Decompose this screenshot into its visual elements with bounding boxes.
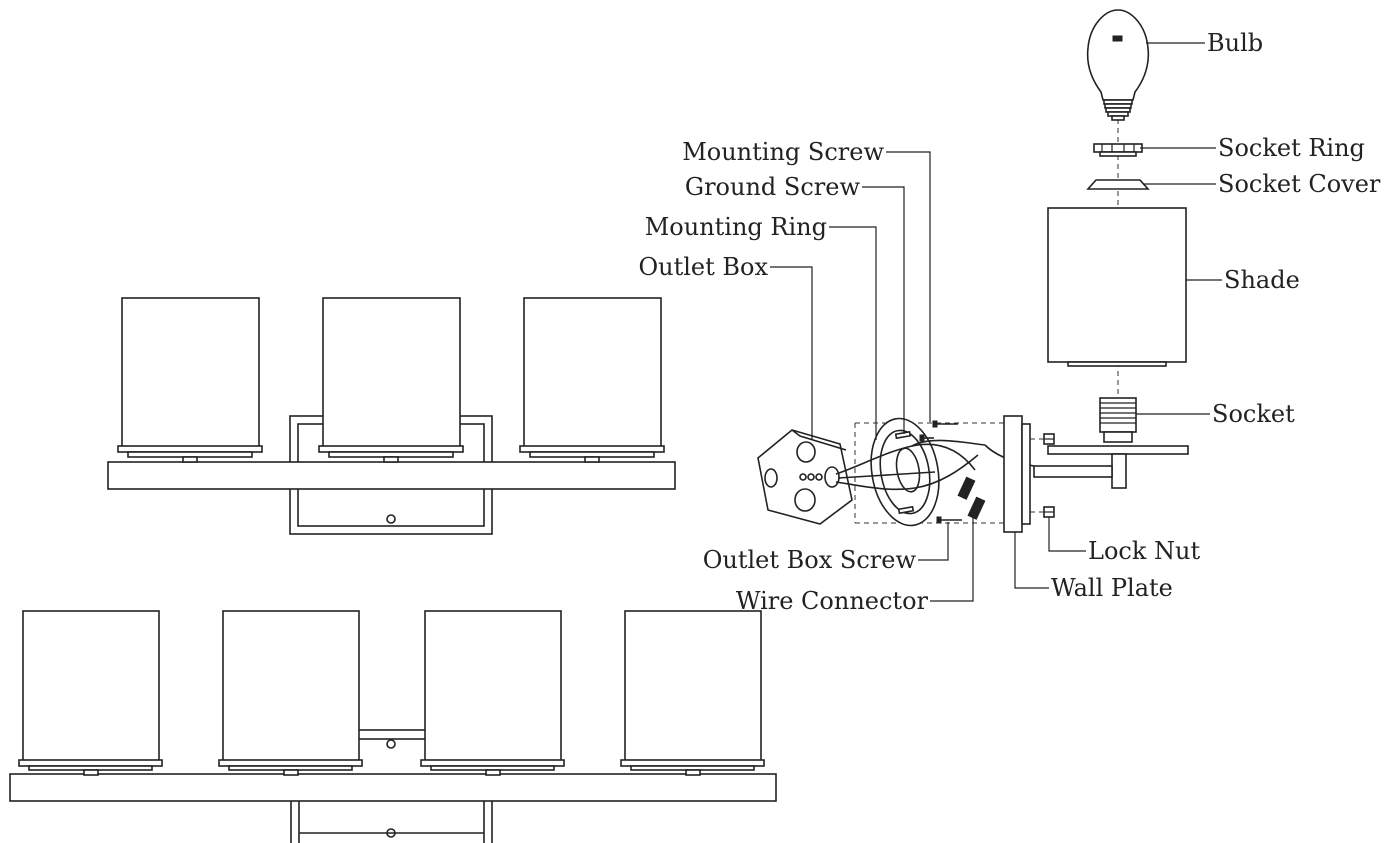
four-light-shade-3 bbox=[420, 610, 565, 776]
four-light-shade-1 bbox=[18, 610, 163, 776]
screws bbox=[919, 420, 962, 524]
wire-connector-part bbox=[957, 476, 986, 520]
label-socket-cover: Socket Cover bbox=[1218, 170, 1381, 198]
wall-plate-part bbox=[1003, 415, 1031, 533]
three-light-plate-screw bbox=[386, 514, 396, 524]
exploded-assembly bbox=[757, 9, 1189, 533]
label-wire-connector: Wire Connector bbox=[736, 587, 929, 615]
three-light-shade-2 bbox=[318, 297, 464, 463]
four-light-fixture bbox=[9, 610, 777, 843]
three-light-shade-1 bbox=[117, 297, 263, 463]
four-light-bar bbox=[9, 773, 777, 802]
four-light-top-screw bbox=[386, 739, 396, 749]
label-mounting-screw: Mounting Screw bbox=[682, 138, 884, 166]
bulb-part bbox=[1086, 9, 1150, 121]
socket-ring-part bbox=[1093, 143, 1143, 157]
three-light-bar bbox=[107, 461, 676, 490]
three-light-shade-3 bbox=[519, 297, 665, 463]
outlet-box-part bbox=[757, 429, 853, 525]
socket-cover-part bbox=[1086, 179, 1150, 190]
wires bbox=[835, 439, 986, 491]
label-outlet-box-screw: Outlet Box Screw bbox=[703, 546, 917, 574]
label-outlet-box: Outlet Box bbox=[638, 253, 768, 281]
shade-part bbox=[1047, 207, 1187, 367]
label-shade: Shade bbox=[1224, 266, 1300, 294]
four-light-top-bridge bbox=[357, 729, 427, 740]
socket-part bbox=[1099, 397, 1137, 443]
label-wall-plate: Wall Plate bbox=[1051, 574, 1173, 602]
three-light-fixture bbox=[107, 297, 676, 535]
label-lock-nut: Lock Nut bbox=[1088, 537, 1200, 565]
label-socket-ring: Socket Ring bbox=[1218, 134, 1365, 162]
four-light-shade-4 bbox=[620, 610, 765, 776]
label-mounting-ring: Mounting Ring bbox=[645, 213, 827, 241]
label-ground-screw: Ground Screw bbox=[685, 173, 861, 201]
four-light-shade-2 bbox=[218, 610, 363, 776]
label-socket: Socket bbox=[1212, 400, 1295, 428]
label-bulb: Bulb bbox=[1207, 29, 1263, 57]
four-light-plate-screw bbox=[386, 828, 396, 838]
labels: Bulb Socket Ring Socket Cover Shade Sock… bbox=[638, 29, 1380, 615]
leader-lines bbox=[770, 42, 1222, 602]
